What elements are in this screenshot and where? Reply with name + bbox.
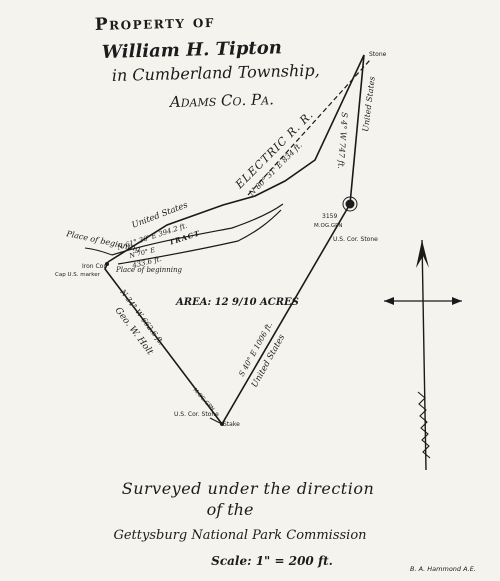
- property-boundary: [104, 54, 365, 426]
- tract-line-inner-1: [111, 203, 284, 256]
- east-owner-label: United States: [361, 76, 377, 132]
- us-cor-stone-east-label: U.S. Cor. Stone: [333, 236, 378, 243]
- stone-label-top: Stone: [369, 51, 387, 58]
- area-label: AREA: 12 9/10 ACRES: [175, 297, 299, 308]
- map-title-owner: William H. Tipton: [102, 37, 282, 63]
- scale-label: Scale: 1" = 200 ft.: [211, 554, 333, 568]
- east-bearing-label: S 4° W 747 ft.: [336, 112, 349, 169]
- us-cor-stone-south-label: U.S. Cor. Stone: [174, 411, 219, 418]
- surveyor-label: B. A. Hammond A.E.: [410, 565, 476, 573]
- tract-line-inner-2: [117, 209, 282, 265]
- electric-railroad-line: [247, 59, 371, 196]
- stake-label: Stake: [223, 421, 240, 428]
- tract-line-inner-3: [84, 247, 113, 256]
- cap-us-marker-label: Cap U.S. marker: [55, 272, 101, 278]
- footer-surveyed-line: Surveyed under the direction: [122, 479, 375, 498]
- corner-number-label: 3159: [322, 213, 337, 220]
- map-title-line1: Property of: [95, 12, 216, 35]
- north-arrow-icon: [384, 239, 462, 471]
- corner-monument-label: M.OG.GPN: [314, 223, 343, 229]
- stake-marker-icon: [209, 417, 224, 426]
- iron-corner-marker-icon: [105, 262, 109, 266]
- footer-of-the-line: of the: [207, 500, 254, 519]
- place-of-beginning-label: Place of beginning: [115, 266, 183, 274]
- footer-commission-line: Gettysburg National Park Commission: [113, 528, 366, 543]
- sw-corner-code-label: M.OG.GPN: [192, 387, 216, 412]
- electric-rr-label: ELECTRIC R. R.: [232, 108, 316, 192]
- map-title-county: Adams Co. Pa.: [168, 90, 274, 111]
- iron-cor-label: Iron Cor.: [82, 263, 107, 270]
- map-title-township: in Cumberland Township,: [112, 61, 320, 85]
- survey-stone-icon: [342, 196, 358, 212]
